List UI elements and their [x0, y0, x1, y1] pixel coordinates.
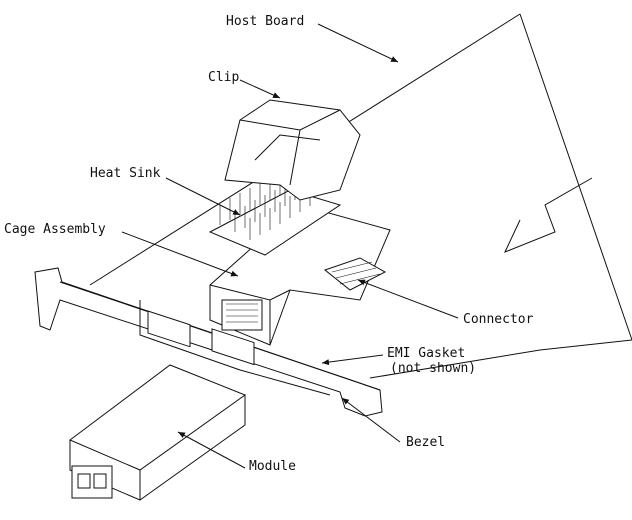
heat-sink: [208, 189, 342, 256]
label-host-board: Host Board: [226, 14, 305, 29]
label-heat-sink: Heat Sink: [90, 166, 161, 181]
label-cage-assembly: Cage Assembly: [4, 222, 106, 237]
label-module: Module: [249, 459, 296, 474]
label-connector: Connector: [463, 312, 534, 327]
label-emi-gasket: EMI Gasket: [387, 346, 466, 361]
label-emi-gasket-note: (not shown): [390, 361, 477, 376]
bezel: [34, 267, 383, 417]
clip: [224, 99, 361, 201]
label-bezel: Bezel: [406, 435, 446, 450]
label-clip: Clip: [208, 70, 240, 85]
